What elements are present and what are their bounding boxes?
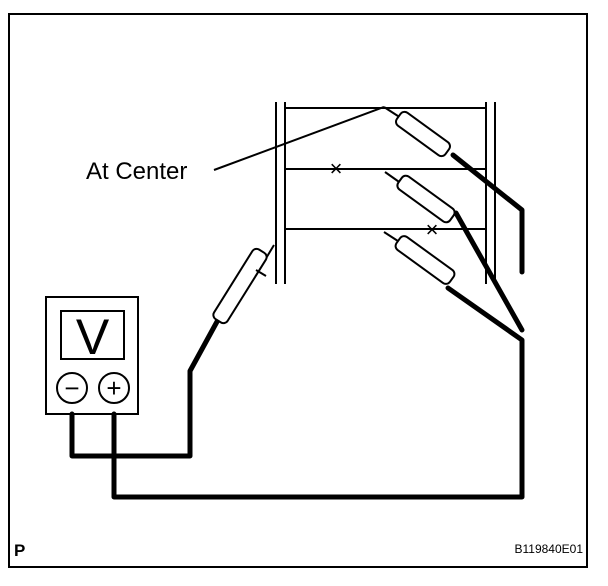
negative-terminal-sign: − xyxy=(64,373,79,403)
positive-terminal-sign: + xyxy=(106,373,121,403)
negative-terminal-icon xyxy=(56,372,88,404)
probe-middle-wire xyxy=(384,171,456,224)
negative-probe-body xyxy=(212,247,268,325)
negative-probe xyxy=(212,244,275,325)
test-lead-top-probe xyxy=(450,152,525,275)
probe-top-wire xyxy=(383,106,451,158)
positive-terminal-icon xyxy=(98,372,130,404)
probe-bottom-body xyxy=(394,235,456,285)
probe-top-body xyxy=(395,110,451,158)
negative-test-lead xyxy=(69,315,222,459)
window-glass xyxy=(275,102,496,284)
positive-test-lead-bottom-probe xyxy=(111,285,525,500)
break-mark-middle-wire: × xyxy=(330,156,343,181)
figure-id: B119840E01 xyxy=(514,542,583,556)
voltmeter-display-letter: V xyxy=(76,309,110,365)
probe-middle-body xyxy=(396,174,456,224)
break-mark-bottom-wire: × xyxy=(426,217,439,242)
voltmeter-display xyxy=(60,310,125,360)
corner-letter-p: P xyxy=(14,541,25,560)
voltmeter: V − + xyxy=(45,296,139,415)
figure-border xyxy=(8,13,588,568)
probe-bottom-wire xyxy=(383,231,456,285)
at-center-leader-line xyxy=(213,106,385,171)
at-center-label: At Center xyxy=(86,158,187,185)
test-lead-middle-probe xyxy=(453,210,525,333)
negative-probe-collar xyxy=(255,269,267,277)
